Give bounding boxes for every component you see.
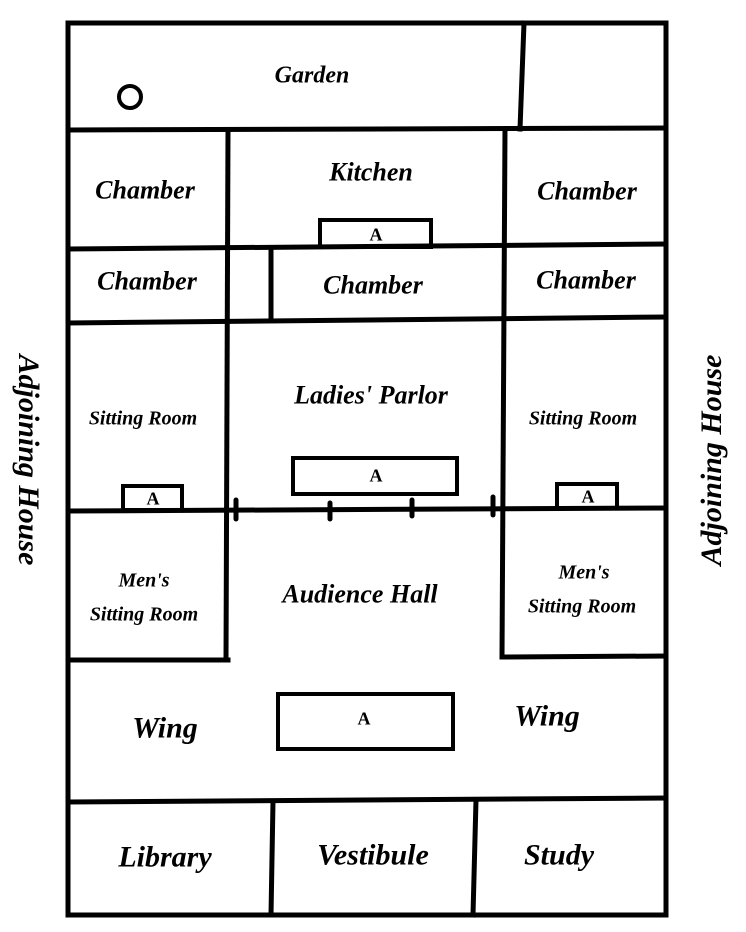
wall-right-column bbox=[499, 126, 508, 660]
room-label-study: Study bbox=[523, 838, 595, 872]
room-label-chamber-mid-right: Chamber bbox=[536, 265, 636, 295]
room-label-ladies-parlor: Ladies' Parlor bbox=[294, 380, 448, 410]
room-label-chamber-mid-left: Chamber bbox=[97, 266, 197, 296]
room-label-chamber-center: Chamber bbox=[323, 270, 423, 300]
marker-label-parlor: A bbox=[369, 465, 383, 486]
room-label-mens-left-line1: Men's bbox=[118, 569, 170, 592]
wall-bottom-row bbox=[65, 795, 669, 805]
room-label-wing-left: Wing bbox=[132, 711, 198, 745]
room-label-sitting-room-right: Sitting Room bbox=[528, 407, 638, 430]
marker-label-kitchen: A bbox=[369, 224, 383, 245]
room-label-vestibule: Vestibule bbox=[317, 838, 429, 872]
adjoining-house-left-label: Adjoining House bbox=[12, 354, 45, 566]
room-label-chamber-top-right: Chamber bbox=[537, 176, 637, 206]
marker-label-wing: A bbox=[357, 708, 371, 729]
wall-garden-divider bbox=[517, 20, 527, 132]
room-label-garden: Garden bbox=[274, 62, 350, 89]
wall-mens-right-bottom bbox=[499, 653, 669, 660]
adjoining-house-right-label: Adjoining House bbox=[695, 354, 728, 566]
wall-garden-bottom bbox=[65, 125, 669, 133]
room-label-mens-left-line2: Sitting Room bbox=[89, 603, 199, 626]
marker-label-sitting-right: A bbox=[581, 486, 595, 507]
room-label-library: Library bbox=[118, 840, 212, 874]
room-label-kitchen: Kitchen bbox=[329, 157, 413, 187]
room-label-chamber-top-left: Chamber bbox=[95, 175, 195, 205]
room-label-wing-right: Wing bbox=[514, 699, 580, 733]
well-icon bbox=[117, 84, 143, 110]
room-label-sitting-room-left: Sitting Room bbox=[88, 407, 198, 430]
wall-vestibule-study bbox=[470, 797, 479, 918]
marker-box-wing bbox=[276, 692, 455, 751]
marker-box-sitting-left bbox=[121, 484, 184, 512]
room-label-mens-right-line1: Men's bbox=[558, 561, 610, 584]
marker-label-sitting-left: A bbox=[146, 488, 160, 509]
room-label-mens-right-line2: Sitting Room bbox=[527, 595, 637, 618]
marker-box-sitting-right bbox=[555, 482, 619, 510]
marker-box-parlor bbox=[291, 456, 459, 496]
outer-wall bbox=[65, 20, 669, 918]
room-label-audience-hall: Audience Hall bbox=[282, 579, 438, 609]
wall-left-column bbox=[223, 127, 231, 663]
wall-library-vestibule bbox=[268, 798, 276, 918]
wall-row-3 bbox=[65, 314, 669, 326]
marker-box-kitchen bbox=[318, 218, 433, 249]
